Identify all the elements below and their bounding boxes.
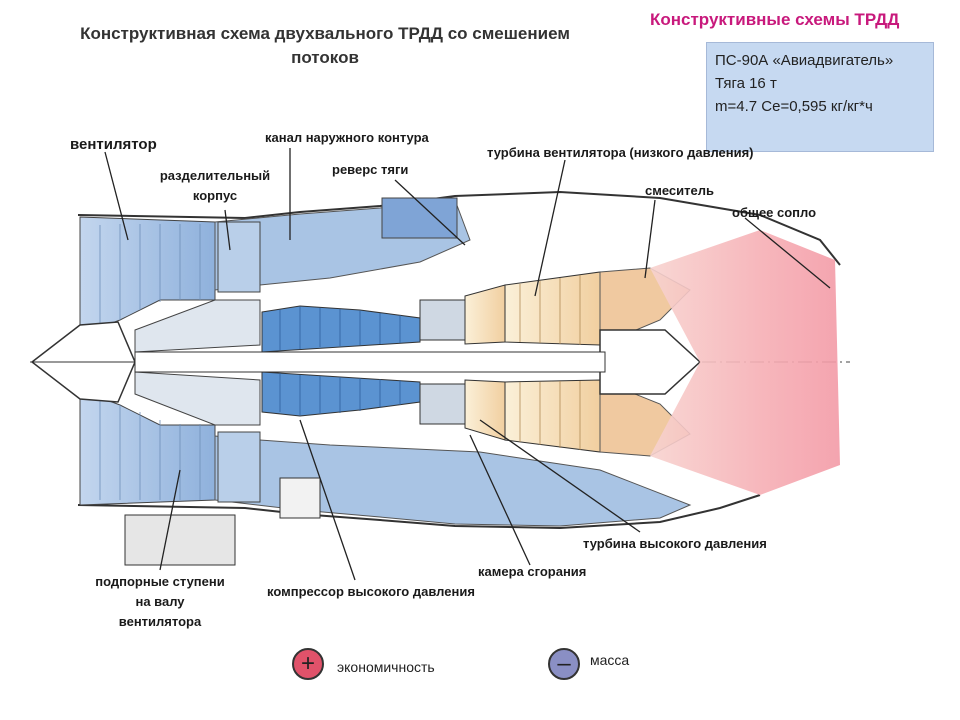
minus-icon: –: [548, 648, 580, 680]
minus-symbol: –: [557, 650, 571, 677]
label-outer-duct: канал наружного контура: [265, 130, 429, 145]
thrust-reverser: [381, 197, 458, 239]
combustor-lower: [419, 383, 466, 425]
engine-thrust: Тяга 16 т: [715, 75, 777, 92]
label-booster: подпорные ступени на валу вентилятора: [95, 574, 225, 629]
leader-lines: [104, 148, 831, 581]
label-mixer: смеситель: [645, 183, 714, 198]
accessory-gearbox: [124, 477, 321, 566]
legend-economy: экономичность: [337, 659, 435, 675]
label-combustor: камера сгорания: [478, 564, 587, 579]
shaft: [134, 351, 606, 373]
plus-icon: +: [292, 648, 324, 680]
label-fan: вентилятор: [70, 136, 157, 153]
label-hp-turbine: турбина высокого давления: [583, 536, 767, 551]
combustor-upper: [419, 299, 466, 341]
section-title: Конструктивные схемы ТРДД: [650, 10, 900, 29]
legend-mass: масса: [590, 652, 630, 668]
engine-name: ПС-90А «Авиадвигатель»: [715, 52, 894, 69]
booster-lower: [134, 371, 261, 426]
label-hp-compressor: компрессор высокого давления: [267, 584, 475, 599]
engine-params: m=4.7 Се=0,595 кг/кг*ч: [715, 98, 873, 115]
hp-turbine-lower: [464, 379, 506, 441]
label-thrust-reverser: реверс тяги: [332, 162, 409, 177]
splitter-casing: [217, 221, 261, 293]
label-nozzle: общее сопло: [732, 205, 817, 220]
exhaust-plume: [650, 230, 840, 495]
booster-upper: [134, 299, 261, 353]
label-lp-turbine: турбина вентилятора (низкого давления): [487, 145, 754, 160]
nacelle-outline: [77, 190, 841, 530]
engine-spec-box: ПС-90А «Авиадвигатель» Тяга 16 т m=4.7 С…: [706, 42, 934, 152]
label-splitter-casing: разделительный корпус: [159, 168, 271, 203]
plus-symbol: +: [300, 650, 315, 677]
tail-cone: [599, 329, 702, 395]
lp-turbine-lower: [504, 379, 601, 453]
page-title: Конструктивная схема двухвального ТРДД с…: [80, 24, 570, 67]
lp-turbine-upper: [504, 271, 601, 346]
hp-turbine-upper: [464, 284, 506, 345]
hp-compressor-lower: [261, 371, 421, 417]
hp-compressor-upper: [261, 305, 421, 353]
